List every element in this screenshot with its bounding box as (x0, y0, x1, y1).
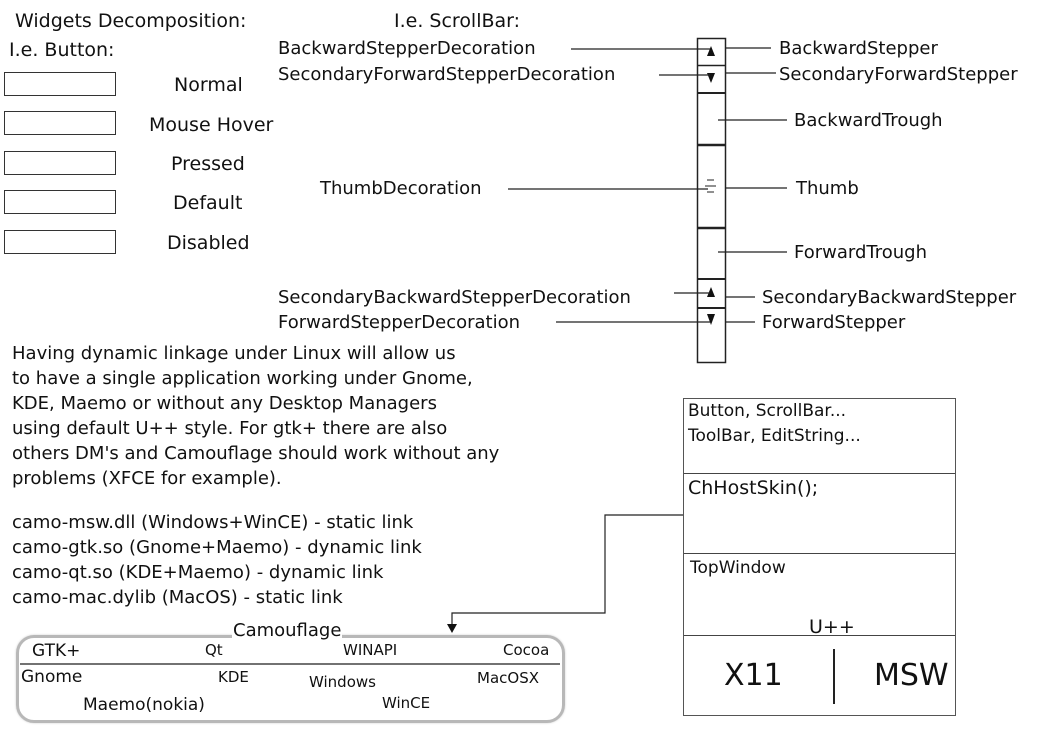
arrow-up-icon (707, 46, 715, 56)
label-secondary-backward-stepper: SecondaryBackwardStepper (762, 287, 1017, 308)
library-item: camo-qt.so (KDE+Maemo) - dynamic link (12, 562, 384, 583)
platform-macosx: MacOSX (477, 669, 539, 687)
paragraph-line: using default U++ style. For gtk+ there … (12, 418, 448, 439)
label-secondary-forward-stepper: SecondaryForwardStepper (779, 64, 1018, 85)
button-sample-default[interactable] (4, 190, 116, 214)
label-backward-stepper: BackwardStepper (779, 38, 938, 59)
paragraph-line: Having dynamic linkage under Linux will … (12, 343, 456, 364)
scrollbar-frame (696, 37, 727, 364)
arrow-down-icon (447, 624, 457, 633)
button-state-label: Normal (174, 74, 243, 96)
platform-wince: WinCE (382, 694, 431, 712)
button-state-label: Pressed (171, 153, 245, 175)
paragraph-line: KDE, Maemo or without any Desktop Manage… (12, 393, 437, 414)
label-forward-stepper: ForwardStepper (762, 312, 906, 333)
widgets-decomposition-heading: Widgets Decomposition: (15, 10, 247, 32)
button-sample-hover[interactable] (4, 111, 116, 135)
upp-widgets-layer: Button, ScrollBar... ToolBar, EditString… (684, 399, 955, 474)
paragraph-line: problems (XFCE for example). (12, 468, 282, 489)
platform-gnome: Gnome (21, 667, 83, 687)
button-sample-normal[interactable] (4, 72, 116, 96)
button-example-heading: I.e. Button: (9, 39, 115, 61)
label-secondary-forward-stepper-decoration: SecondaryForwardStepperDecoration (278, 64, 616, 85)
scrollbar-diagram (696, 37, 727, 364)
arrow-down-icon (707, 314, 715, 325)
platform-kde: KDE (218, 668, 249, 686)
upp-topwindow-layer: TopWindow U++ (684, 554, 955, 638)
upp-skin-layer: ChHostSkin(); (684, 474, 955, 554)
upp-stack: Button, ScrollBar... ToolBar, EditString… (683, 398, 956, 716)
connector-skin-to-camouflage (451, 514, 683, 627)
upp-skin-call: ChHostSkin(); (688, 477, 819, 499)
platform-windows: Windows (309, 673, 376, 691)
library-item: camo-gtk.so (Gnome+Maemo) - dynamic link (12, 537, 422, 558)
toolkit-qt: Qt (205, 641, 223, 659)
upp-title: U++ (809, 616, 855, 638)
button-state-label: Disabled (167, 232, 250, 254)
toolkit-winapi: WINAPI (343, 641, 398, 659)
button-sample-disabled[interactable] (4, 230, 116, 254)
camouflage-title: Camouflage (232, 620, 343, 641)
toolkit-cocoa: Cocoa (503, 641, 550, 659)
platform-maemo: Maemo(nokia) (83, 695, 205, 715)
upp-topwindow: TopWindow (690, 558, 786, 578)
paragraph-line: others DM's and Camouflage should work w… (12, 443, 500, 464)
arrow-up-icon (707, 287, 715, 297)
paragraph-line: to have a single application working und… (12, 368, 473, 389)
library-item: camo-msw.dll (Windows+WinCE) - static li… (12, 512, 414, 533)
button-state-label: Default (173, 192, 243, 214)
label-backward-trough: BackwardTrough (794, 110, 943, 131)
button-sample-pressed[interactable] (4, 151, 116, 175)
button-state-label: Mouse Hover (149, 114, 274, 136)
label-forward-stepper-decoration: ForwardStepperDecoration (278, 312, 521, 333)
label-forward-trough: ForwardTrough (794, 242, 927, 263)
label-thumb: Thumb (796, 178, 859, 199)
backend-divider (833, 649, 835, 704)
scrollbar-example-heading: I.e. ScrollBar: (394, 10, 521, 32)
backend-x11: X11 (724, 658, 783, 693)
label-thumb-decoration: ThumbDecoration (320, 178, 482, 199)
upp-widgets-line: ToolBar, EditString... (688, 426, 861, 446)
label-backward-stepper-decoration: BackwardStepperDecoration (278, 38, 536, 59)
backend-msw: MSW (874, 658, 949, 693)
toolkit-gtk: GTK+ (32, 641, 81, 661)
upp-widgets-line: Button, ScrollBar... (688, 401, 847, 421)
library-item: camo-mac.dylib (MacOS) - static link (12, 587, 343, 608)
label-secondary-backward-stepper-decoration: SecondaryBackwardStepperDecoration (278, 287, 631, 308)
